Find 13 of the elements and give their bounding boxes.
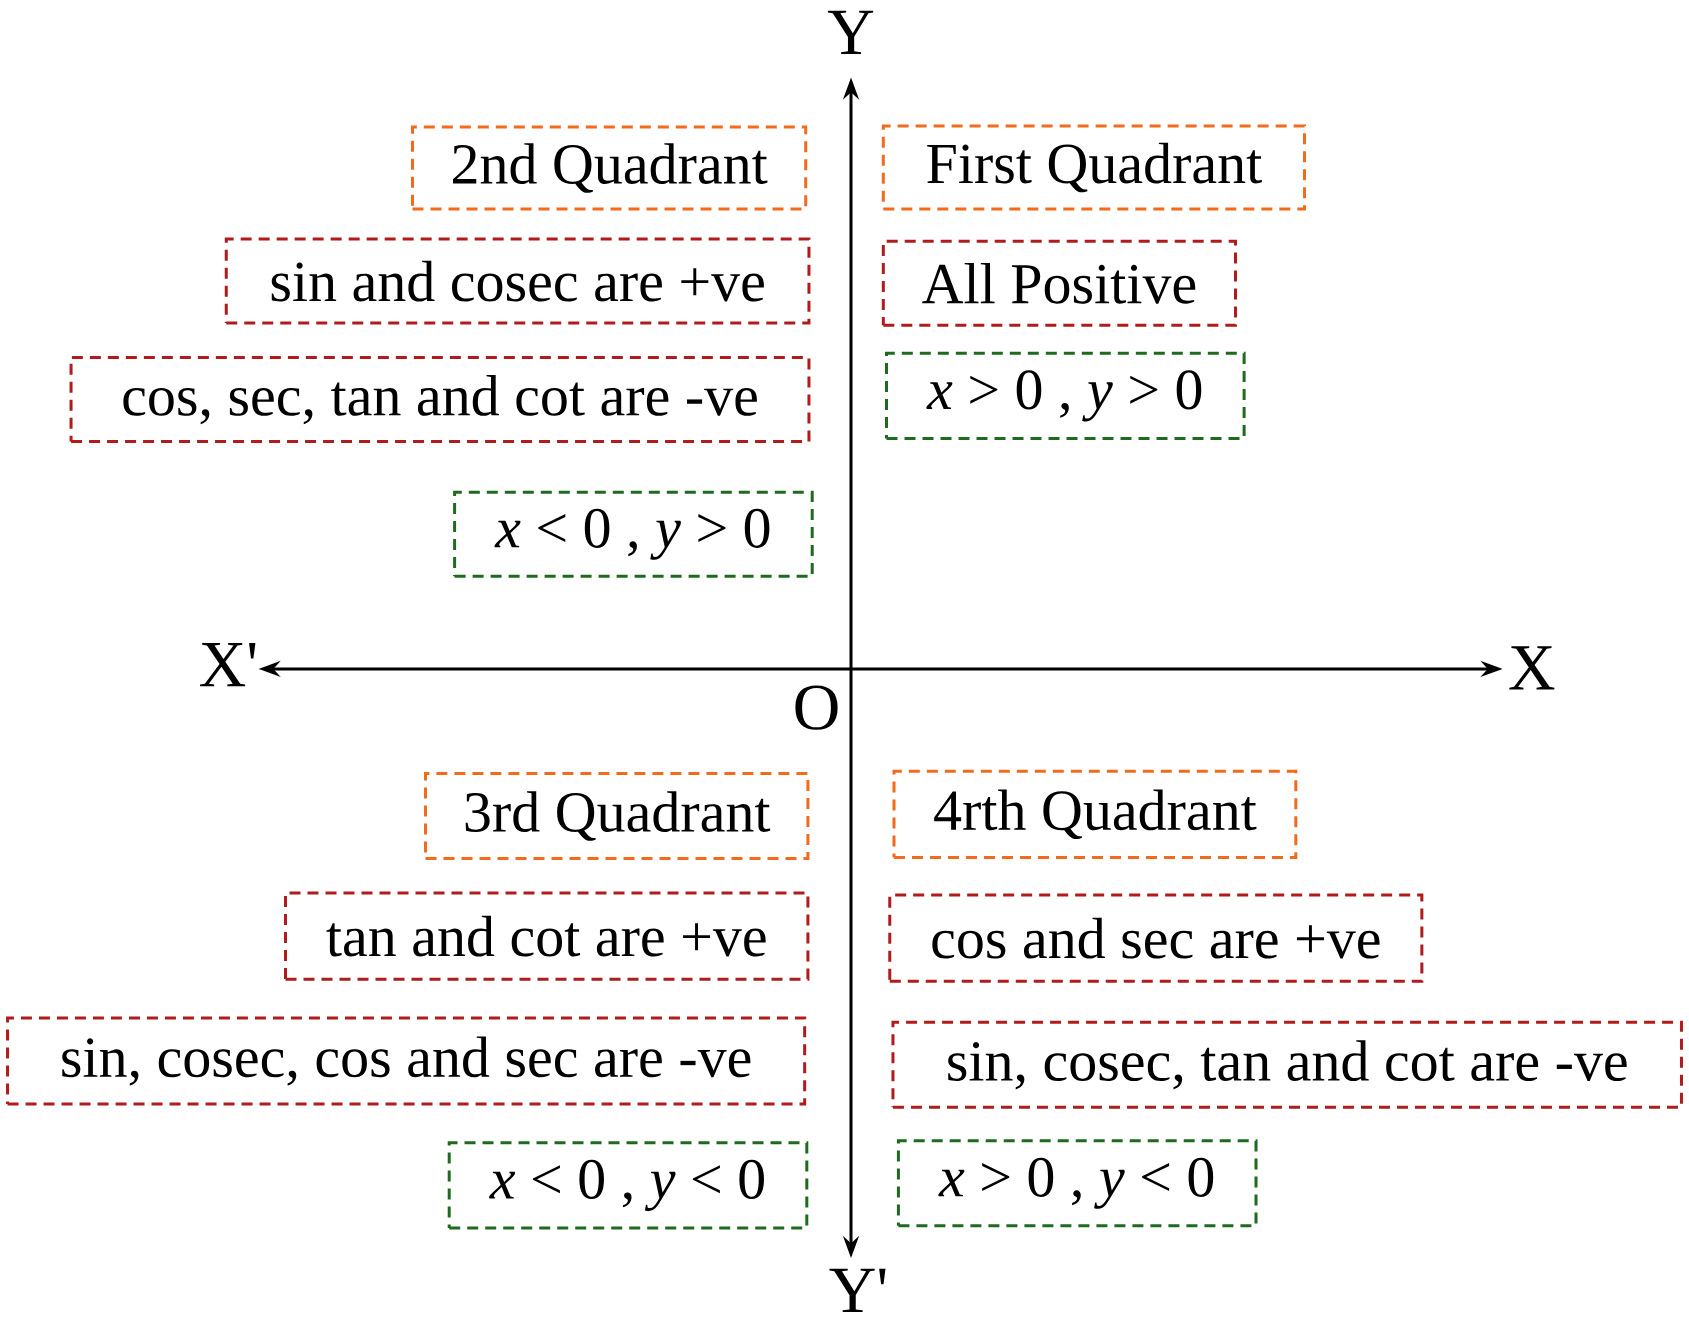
quadrant-title-box: 3rd Quadrant	[424, 771, 810, 861]
coordinate-condition-box: x < 0 , y > 0	[453, 490, 814, 578]
quadrant-title-box: 4rth Quadrant	[892, 769, 1298, 859]
coordinate-condition-box: x > 0 , y > 0	[885, 351, 1246, 440]
axis-label: X	[1509, 646, 1555, 690]
coordinate-condition-box: x > 0 , y < 0	[896, 1139, 1258, 1228]
axis-label: Y'	[829, 1268, 886, 1312]
axis-label: Y	[827, 10, 874, 54]
axis-label: O	[795, 685, 838, 730]
quadrant-title-box: 2nd Quadrant	[411, 125, 808, 211]
coordinate-condition-box: x < 0 , y < 0	[447, 1141, 809, 1230]
axis-label: X'	[200, 643, 256, 687]
quadrant-title-box: First Quadrant	[881, 124, 1306, 211]
